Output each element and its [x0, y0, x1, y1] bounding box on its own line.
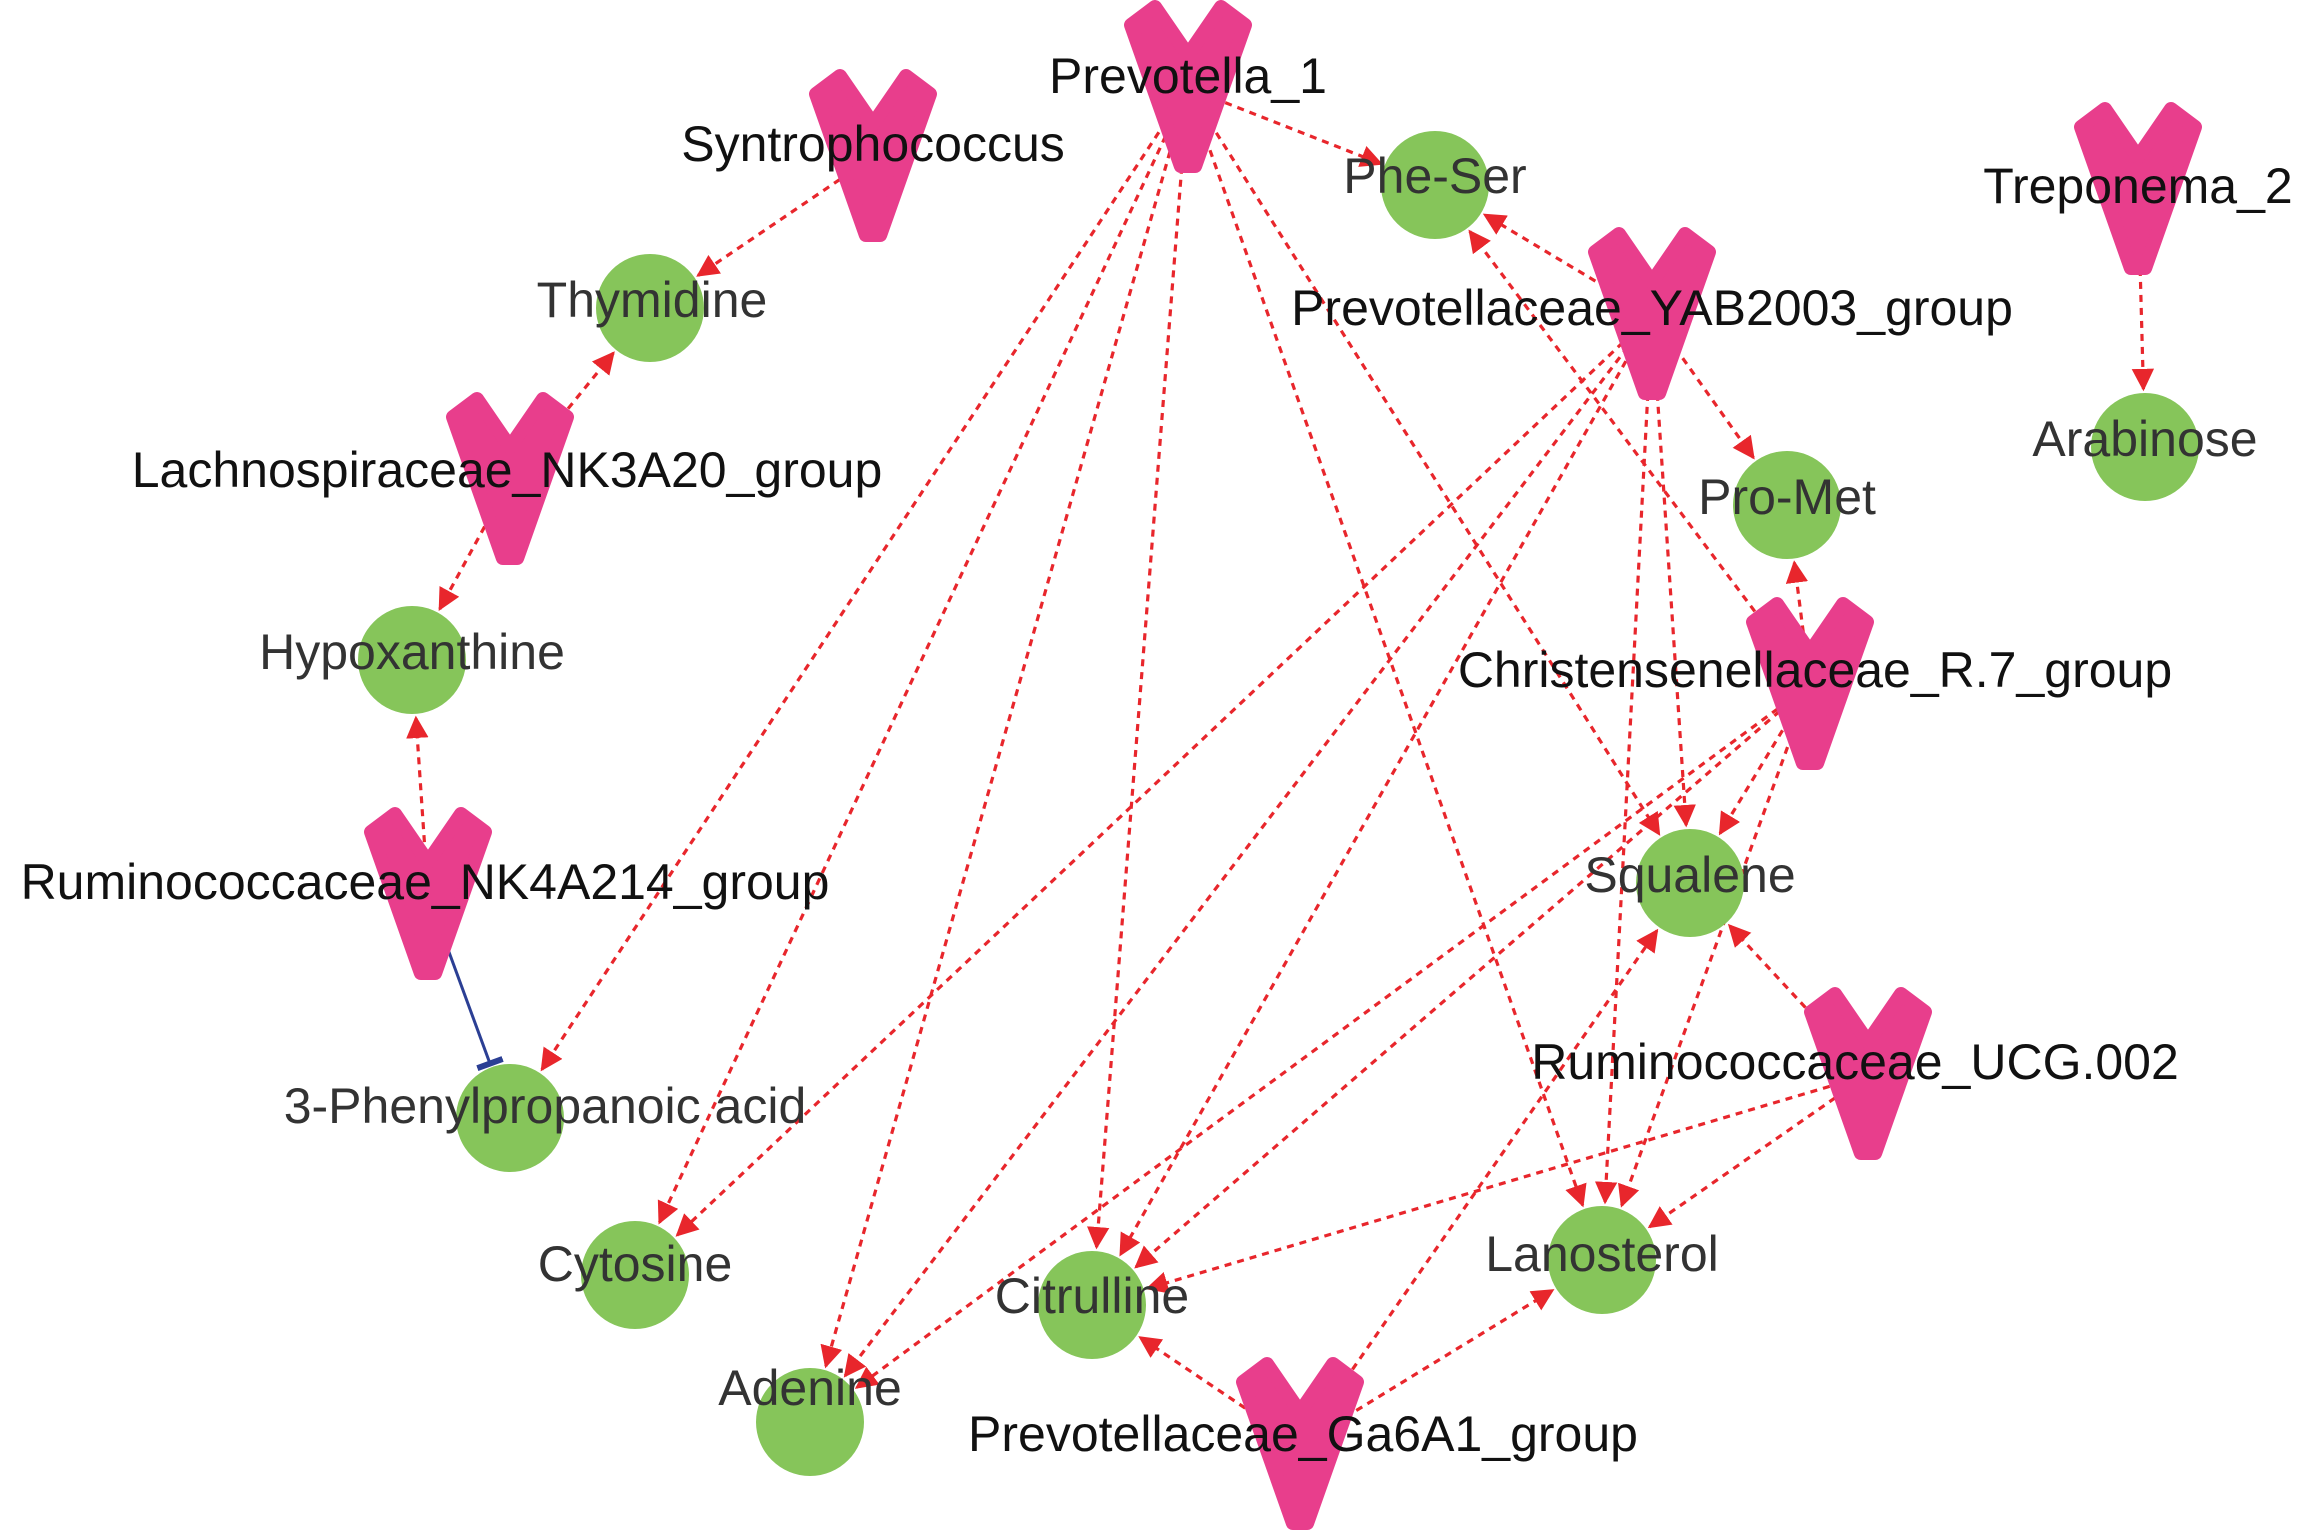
- metabolite-node-promet[interactable]: [1733, 451, 1841, 559]
- edge-lachno-hypox: [438, 514, 493, 612]
- edge-rumUCG-citrulline: [1145, 1084, 1831, 1294]
- taxon-node-christ[interactable]: [1746, 597, 1874, 770]
- metabolite-node-pheser[interactable]: [1381, 131, 1489, 239]
- metabolite-node-citrulline[interactable]: [1038, 1251, 1146, 1359]
- edge-christ-citrulline: [1134, 709, 1781, 1269]
- edge-syntropho-thymidine: [696, 178, 841, 277]
- taxon-node-ga6a1[interactable]: [1236, 1357, 1364, 1530]
- taxon-node-treponema2[interactable]: [2074, 102, 2202, 275]
- taxon-label-rumUCG: Ruminococcaceae_UCG.002: [1531, 1034, 2179, 1090]
- edge-yab2003-promet: [1673, 346, 1755, 460]
- edge-christ-squalene: [1718, 718, 1791, 836]
- metabolite-label-arabinose: Arabinose: [2032, 411, 2257, 467]
- edge-rumNK4-hypox: [406, 715, 429, 856]
- edge-prevotella1-cytosine: [657, 123, 1173, 1225]
- edge-yab2003-citrulline: [1119, 349, 1634, 1257]
- edge-prevotella1-squalene: [1208, 120, 1661, 836]
- edge-yab2003-adenine: [843, 345, 1630, 1378]
- metabolite-node-thymidine[interactable]: [596, 254, 704, 362]
- edge-yab2003-cytosine: [675, 341, 1625, 1237]
- edge-prevotella1-lanosterol: [1199, 125, 1587, 1208]
- taxon-node-syntropho[interactable]: [809, 69, 937, 242]
- metabolite-label-lanosterol: Lanosterol: [1485, 1226, 1719, 1282]
- edge-prevotella1-citrulline: [1086, 127, 1187, 1250]
- taxon-node-lachno[interactable]: [446, 392, 574, 565]
- taxon-label-rumNK4: Ruminococcaceae_NK4A214_group: [21, 854, 830, 910]
- metabolite-node-adenine[interactable]: [756, 1368, 864, 1476]
- metabolite-node-cytosine[interactable]: [581, 1221, 689, 1329]
- taxon-node-yab2003[interactable]: [1588, 227, 1716, 400]
- taxon-label-ga6a1: Prevotellaceae_Ga6A1_group: [968, 1406, 1638, 1462]
- edge-rumUCG-lanosterol: [1647, 1096, 1837, 1229]
- metabolite-label-promet: Pro-Met: [1698, 469, 1876, 525]
- taxon-node-prevotella1[interactable]: [1124, 0, 1252, 173]
- metabolite-label-squalene: Squalene: [1584, 847, 1795, 903]
- metabolite-label-pheser: Phe-Ser: [1343, 148, 1526, 204]
- edge-christ-pheser: [1468, 229, 1788, 654]
- metabolite-label-phenylprop: 3-Phenylpropanoic acid: [284, 1078, 807, 1134]
- edge-ga6a1-squalene: [1321, 928, 1659, 1414]
- metabolite-node-squalene[interactable]: [1636, 829, 1744, 937]
- edge-christ-lanosterol: [1618, 722, 1798, 1208]
- edge-yab2003-squalene: [1653, 354, 1696, 828]
- taxon-label-christ: Christensenellaceae_R.7_group: [1458, 642, 2172, 698]
- metabolite-label-adenine: Adenine: [718, 1360, 902, 1416]
- metabolite-label-citrulline: Citrulline: [995, 1268, 1190, 1324]
- edge-layer: [406, 101, 2155, 1426]
- label-layer: Phe-SerThymidineArabinosePro-MetHypoxant…: [21, 48, 2293, 1462]
- edge-yab2003-lanosterol: [1594, 354, 1652, 1205]
- taxon-label-lachno: Lachnospiraceae_NK3A20_group: [132, 442, 883, 498]
- metabolite-label-thymidine: Thymidine: [537, 272, 768, 328]
- metabolite-node-arabinose[interactable]: [2091, 393, 2199, 501]
- taxon-node-rumUCG[interactable]: [1804, 987, 1932, 1160]
- taxon-label-yab2003: Prevotellaceae_YAB2003_group: [1291, 280, 2013, 336]
- edge-christ-adenine: [854, 707, 1779, 1389]
- taxon-label-treponema2: Treponema_2: [1983, 158, 2292, 214]
- taxon-label-prevotella1: Prevotella_1: [1049, 48, 1327, 104]
- metabolite-label-cytosine: Cytosine: [538, 1236, 733, 1292]
- edge-rumNK4-phenylprop: [440, 932, 504, 1072]
- edge-ga6a1-lanosterol: [1333, 1288, 1555, 1426]
- metabolite-node-hypox[interactable]: [358, 606, 466, 714]
- node-layer: [358, 0, 2202, 1530]
- metabolite-node-lanosterol[interactable]: [1548, 1206, 1656, 1314]
- taxon-node-rumNK4[interactable]: [364, 807, 492, 980]
- taxon-label-syntropho: Syntrophococcus: [681, 116, 1065, 172]
- metabolite-node-phenylprop[interactable]: [456, 1064, 564, 1172]
- edge-prevotella1-pheser: [1224, 101, 1384, 167]
- metabolite-label-hypox: Hypoxanthine: [259, 624, 565, 680]
- edge-prevotella1-adenine: [820, 126, 1179, 1369]
